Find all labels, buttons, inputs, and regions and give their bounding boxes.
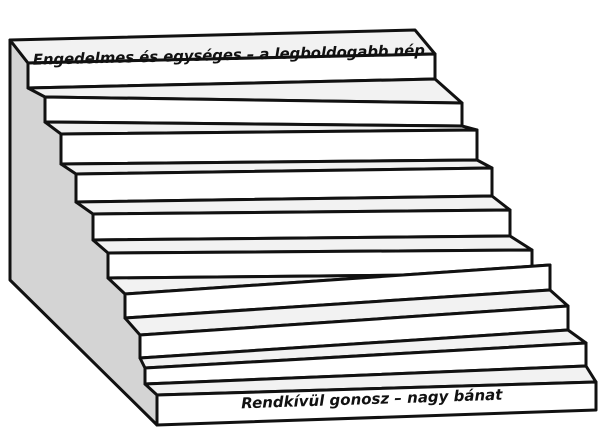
stair-step-3 (45, 122, 477, 164)
stair-step-2 (28, 79, 462, 126)
stair-step-5 (76, 196, 510, 240)
